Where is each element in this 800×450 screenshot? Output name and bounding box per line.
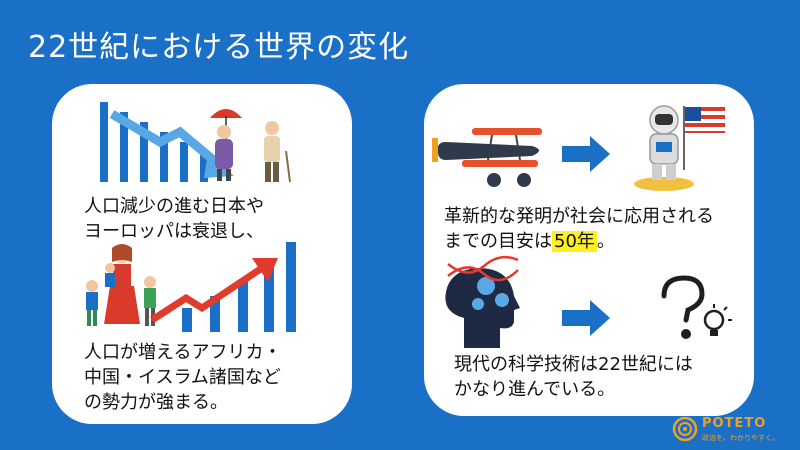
right-bottom-text: 現代の科学技術は22世紀には かなり進んでいる。 [454, 352, 693, 402]
arrow-right-icon[interactable] [562, 300, 610, 336]
dna-head-icon [445, 255, 520, 348]
brand-tagline: 政治を、わかりやすく。 [702, 434, 779, 442]
us-flag-icon [683, 106, 725, 170]
rising-bar-chart-icon [150, 242, 296, 332]
family-icon [86, 244, 156, 326]
poteto-logo-icon [672, 416, 698, 442]
question-bulb-icon [661, 275, 732, 339]
left-top-text: 人口減少の進む日本や ヨーロッパは衰退し、 [84, 194, 264, 244]
astronaut-icon [634, 105, 694, 191]
left-top-line-2: ヨーロッパは衰退し、 [84, 221, 264, 242]
highlight-years: 50年 [552, 231, 597, 252]
arrow-right-icon[interactable] [562, 136, 610, 172]
right-bottom-line-1: 現代の科学技術は22世紀には [454, 354, 693, 375]
right-top-line-1: 革新的な発明が社会に応用される [444, 206, 714, 227]
left-card: 人口減少の進む日本や ヨーロッパは衰退し、 人口が増えるアフリカ・ 中国・イスラ… [52, 84, 352, 424]
left-bottom-line-2: 中国・イスラム諸国など [84, 367, 281, 388]
right-top-line-2-suffix: 。 [596, 231, 615, 252]
left-top-line-1: 人口減少の進む日本や [84, 196, 264, 217]
right-bottom-line-2: かなり進んでいる。 [454, 379, 616, 400]
left-bottom-text: 人口が増えるアフリカ・ 中国・イスラム諸国など の勢力が強まる。 [84, 340, 281, 415]
brand-name: POTETO [702, 416, 767, 431]
left-bottom-line-1: 人口が増えるアフリカ・ [84, 342, 282, 363]
brand-logo: POTETO 政治を、わかりやすく。 [672, 414, 792, 444]
biplane-icon [432, 128, 542, 187]
page-title: 22世紀における世界の変化 [28, 30, 410, 65]
right-top-line-2-prefix: までの目安は [444, 231, 552, 252]
left-bottom-line-3: の勢力が強まる。 [84, 392, 228, 413]
elderly-couple-icon [210, 109, 291, 183]
